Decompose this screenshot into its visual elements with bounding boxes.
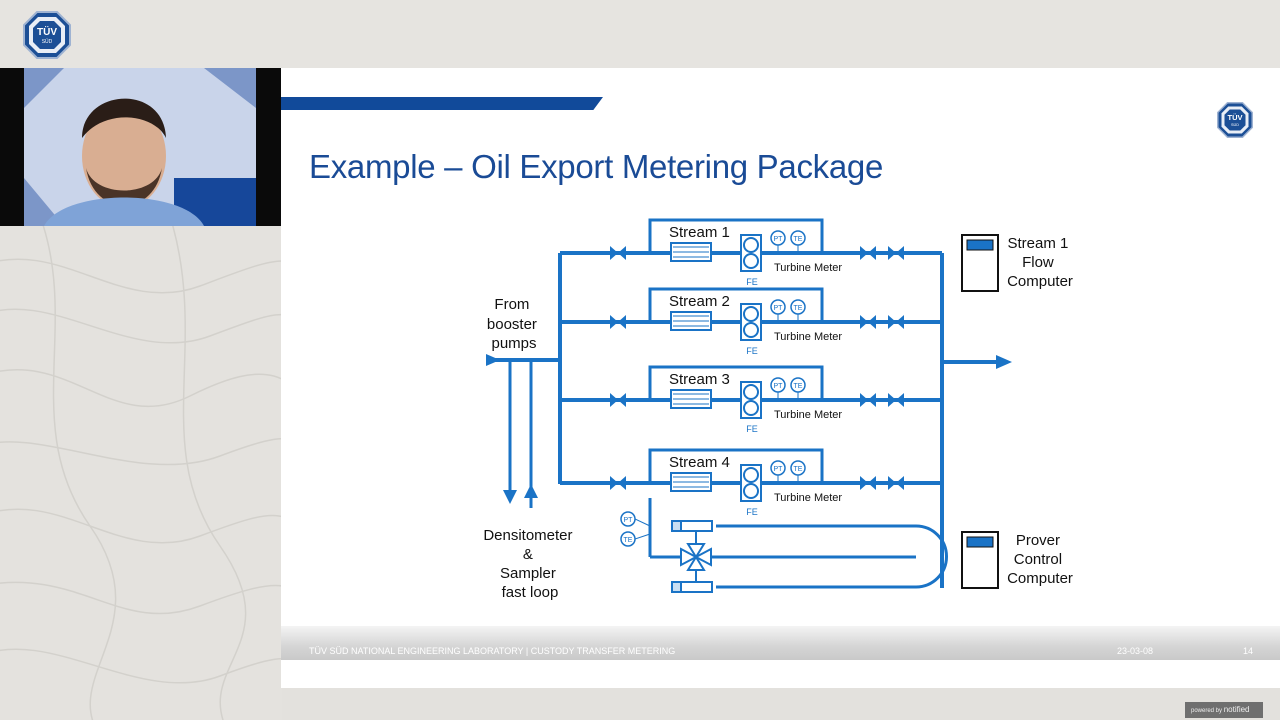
notified-brand: notified <box>1223 705 1250 714</box>
prover-pt-label: PT <box>624 517 634 524</box>
prover-te-label: TE <box>624 537 633 544</box>
outlet-valve-icon <box>868 315 876 329</box>
powered-by-notified-badge[interactable]: powered by notified <box>1185 702 1263 718</box>
top-band <box>0 0 1280 68</box>
pt-label: PT <box>774 305 784 312</box>
presenter-beard <box>86 168 162 206</box>
outlet-valve-icon <box>860 315 868 329</box>
outlet-valve-icon <box>888 246 896 260</box>
prover-control-computer <box>961 531 999 589</box>
stream-enclosure <box>648 365 824 400</box>
pt-label: PT <box>774 383 784 390</box>
outlet-valve-icon <box>896 476 904 490</box>
outlet-valve-icon <box>860 393 868 407</box>
outlet-valve-icon <box>860 246 868 260</box>
outlet-valve-icon <box>896 315 904 329</box>
flow-computer <box>961 234 999 292</box>
slide-tuv-logo: TÜV SÜD <box>1217 102 1253 138</box>
svg-text:TÜV: TÜV <box>1228 113 1243 122</box>
presenter-face <box>82 104 166 208</box>
svg-text:SÜD: SÜD <box>1231 123 1239 127</box>
flow-computer-label: Stream 1 Flow Computer <box>1007 235 1073 290</box>
te-label: TE <box>794 383 803 390</box>
fe-label: FE <box>746 346 758 356</box>
tuv-sud-logo: TÜV SÜD <box>23 11 71 59</box>
inlet-valve-icon <box>610 476 618 490</box>
outlet-valve-icon <box>868 246 876 260</box>
presenter-shirt <box>44 197 204 226</box>
stream-label: Stream 3 <box>669 371 730 388</box>
inlet-label: From booster pumps <box>487 296 541 352</box>
stream-enclosure <box>648 218 824 253</box>
te-label: TE <box>794 236 803 243</box>
footer-org: TÜV SÜD NATIONAL ENGINEERING LABORATORY … <box>309 646 676 656</box>
meter-label: Turbine Meter <box>774 492 842 504</box>
presentation-slide: TÜV SÜD Example – Oil Export Metering Pa… <box>281 68 1280 688</box>
slide-footer <box>281 626 1280 660</box>
inlet-valve-icon <box>618 393 626 407</box>
presenter-hair <box>82 98 166 138</box>
slide-accent-bar <box>281 97 603 110</box>
stream-label: Stream 2 <box>669 293 730 310</box>
outlet-valve-icon <box>868 393 876 407</box>
outlet-valve-icon <box>896 246 904 260</box>
stream-enclosure <box>648 448 824 483</box>
meter-label: Turbine Meter <box>774 409 842 421</box>
powered-by-text: powered by <box>1191 708 1223 714</box>
inlet-valve-icon <box>610 315 618 329</box>
outlet-valve-icon <box>888 393 896 407</box>
outlet-valve-icon <box>888 315 896 329</box>
outlet-valve-icon <box>868 476 876 490</box>
footer-date: 23-03-08 <box>1117 646 1154 656</box>
outlet-valve-icon <box>860 476 868 490</box>
fe-label: FE <box>746 424 758 434</box>
presenter-video[interactable] <box>0 68 281 226</box>
slide-title: Example – Oil Export Metering Package <box>309 148 884 185</box>
meter-label: Turbine Meter <box>774 262 842 274</box>
fe-label: FE <box>746 507 758 517</box>
slide-number: 14 <box>1243 646 1254 656</box>
stream-enclosure <box>648 287 824 322</box>
densitometer-label: Densitometer & Sampler fast loop <box>483 527 576 601</box>
stream-label: Stream 1 <box>669 224 730 241</box>
prover-computer-label: Prover Control Computer <box>1007 532 1073 587</box>
pt-label: PT <box>774 466 784 473</box>
te-label: TE <box>794 466 803 473</box>
inlet-valve-icon <box>618 476 626 490</box>
svg-text:SÜD: SÜD <box>42 38 53 45</box>
stream-label: Stream 4 <box>669 454 730 471</box>
presenter-background <box>24 68 256 226</box>
svg-text:TÜV: TÜV <box>37 25 57 38</box>
fe-label: FE <box>746 277 758 287</box>
inlet-valve-icon <box>618 315 626 329</box>
outlet-valve-icon <box>896 393 904 407</box>
meter-label: Turbine Meter <box>774 331 842 343</box>
inlet-valve-icon <box>610 246 618 260</box>
pt-label: PT <box>774 236 784 243</box>
te-label: TE <box>794 305 803 312</box>
outlet-valve-icon <box>888 476 896 490</box>
background-pattern <box>0 226 282 720</box>
inlet-valve-icon <box>610 393 618 407</box>
inlet-valve-icon <box>618 246 626 260</box>
